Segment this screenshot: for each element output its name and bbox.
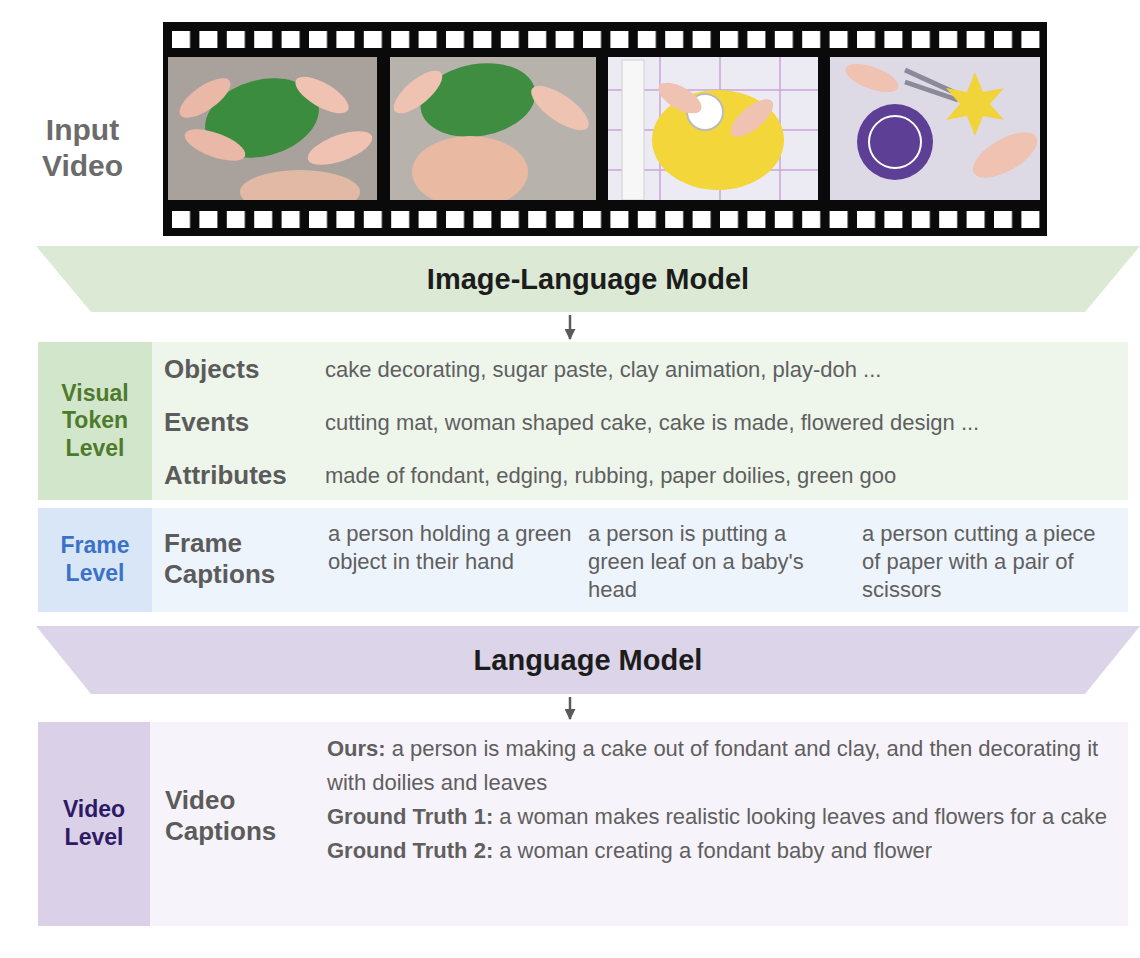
input-label: Input Video [20,112,145,184]
video-caption: a person is making a cake out of fondant… [327,736,1098,795]
scissors [905,70,960,100]
hand [525,78,596,138]
frame-caption: a person is putting a green leaf on a ba… [588,520,833,604]
caption-source: Ground Truth 2: [327,838,493,863]
hand [181,123,249,167]
level-name: Visual Token Level [38,380,152,463]
dough [240,170,360,200]
trapezoid [36,626,1140,694]
model-name: Image-Language Model [427,263,749,296]
caption-line: Ground Truth 2:a woman creating a fondan… [327,834,1117,868]
model-band: Image-Language Model [36,246,1140,312]
model-name: Language Model [474,644,703,677]
frame-background [608,57,818,200]
caption-line: Ground Truth 1:a woman makes realistic l… [327,800,1117,834]
token-list: made of fondant, edging, rubbing, paper … [325,463,896,489]
row-label: Frame Captions [164,528,314,590]
sprocket-holes [168,31,1044,229]
flow-arrow [569,697,572,719]
token-list: cake decorating, sugar paste, clay anima… [325,357,881,383]
video-frame [168,57,377,200]
level-name: Video Level [38,796,150,851]
content-panel: Objects cake decorating, sugar paste, cla… [152,342,1128,500]
hand [654,76,707,119]
trapezoid [36,246,1140,312]
row-label: Attributes [164,460,287,491]
level-name: Frame Level [38,532,152,587]
hand [290,70,354,121]
caption-list: Ours:a person is making a cake out of fo… [327,732,1117,868]
hand [390,64,449,121]
video-caption: a woman creating a fondant baby and flow… [499,838,932,863]
video-frame [608,57,818,200]
hand [304,124,377,172]
level-cell: Visual Token Level [38,342,152,500]
caption-source: Ours: [327,736,386,761]
rolling-pin [622,60,644,200]
row-label: Objects [164,354,259,385]
hand [842,58,902,98]
hand [174,71,237,125]
content-panel: Video CaptionsOurs:a person is making a … [150,722,1128,926]
baby-head [412,136,528,200]
logo-ring [869,116,921,168]
caption-line: Ours:a person is making a cake out of fo… [327,732,1117,800]
flow-arrow [569,315,572,339]
frame-background [830,57,1040,200]
token-list: cutting mat, woman shaped cake, cake is … [325,410,979,436]
film-strip [163,22,1047,236]
sugar-flower [946,72,1004,136]
logo-disc [857,104,933,180]
row-label: Events [164,407,249,438]
frame-caption: a person cutting a piece of paper with a… [862,520,1107,604]
level-cell: Video Level [38,722,150,926]
level-cell: Frame Level [38,508,152,612]
frame-caption: a person holding a green object in their… [328,520,573,576]
caption-source: Ground Truth 1: [327,804,493,829]
video-caption: a woman makes realistic looking leaves a… [499,804,1107,829]
hand [966,123,1040,187]
model-band: Language Model [36,626,1140,694]
cutting-mat-grid [608,57,818,200]
hand [725,93,779,143]
video-frame [390,57,596,200]
leaf [415,57,542,146]
content-panel: Frame Captionsa person holding a green o… [152,508,1128,612]
row-label: Video Captions [165,785,315,847]
video-frame [830,57,1040,200]
